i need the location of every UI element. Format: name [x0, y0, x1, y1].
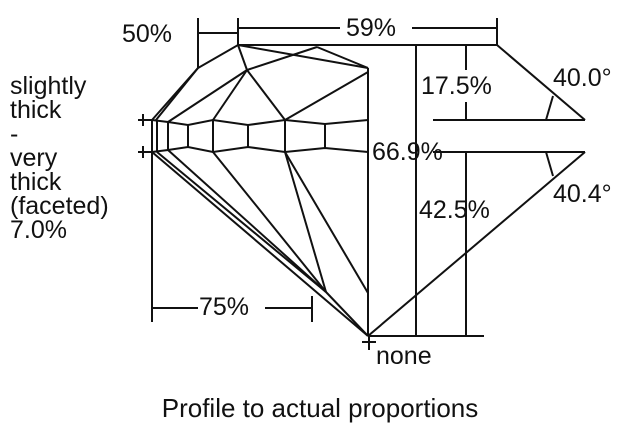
girdle-line: (faceted) [10, 192, 109, 220]
girdle-line: thick [10, 96, 62, 124]
crown-facets [155, 44, 369, 123]
table-width-label: 50% [122, 20, 173, 48]
girdle-band [138, 114, 369, 158]
lower-half-bracket [151, 152, 313, 322]
pavilion-facets [151, 149, 369, 337]
crown-angle-label: 40.0° [553, 64, 612, 92]
girdle-thickness-label: slightly thick - very thick (faceted) 7.… [10, 72, 109, 244]
girdle-line: thick [10, 168, 62, 196]
pavilion-angle-diagram [367, 151, 586, 337]
pavilion-angle-label: 40.4° [553, 180, 612, 208]
crown-width-label: 59% [346, 14, 397, 42]
total-depth-label: 66.9% [372, 138, 443, 166]
girdle-line: slightly [10, 72, 87, 100]
culet-marker [362, 336, 376, 350]
pavilion-depth-label: 42.5% [419, 196, 490, 224]
lower-half-label: 75% [199, 293, 250, 321]
girdle-line: - [10, 120, 19, 148]
caption: Profile to actual proportions [161, 393, 479, 423]
girdle-line: very [10, 144, 58, 172]
crown-height-label: 17.5% [421, 72, 492, 100]
girdle-line: 7.0% [10, 216, 67, 244]
culet-label: none [376, 342, 432, 370]
depth-lines [368, 45, 484, 337]
crown-angle-diagram [433, 44, 586, 121]
table-bracket [197, 18, 239, 68]
crown-width-bracket [238, 18, 498, 45]
